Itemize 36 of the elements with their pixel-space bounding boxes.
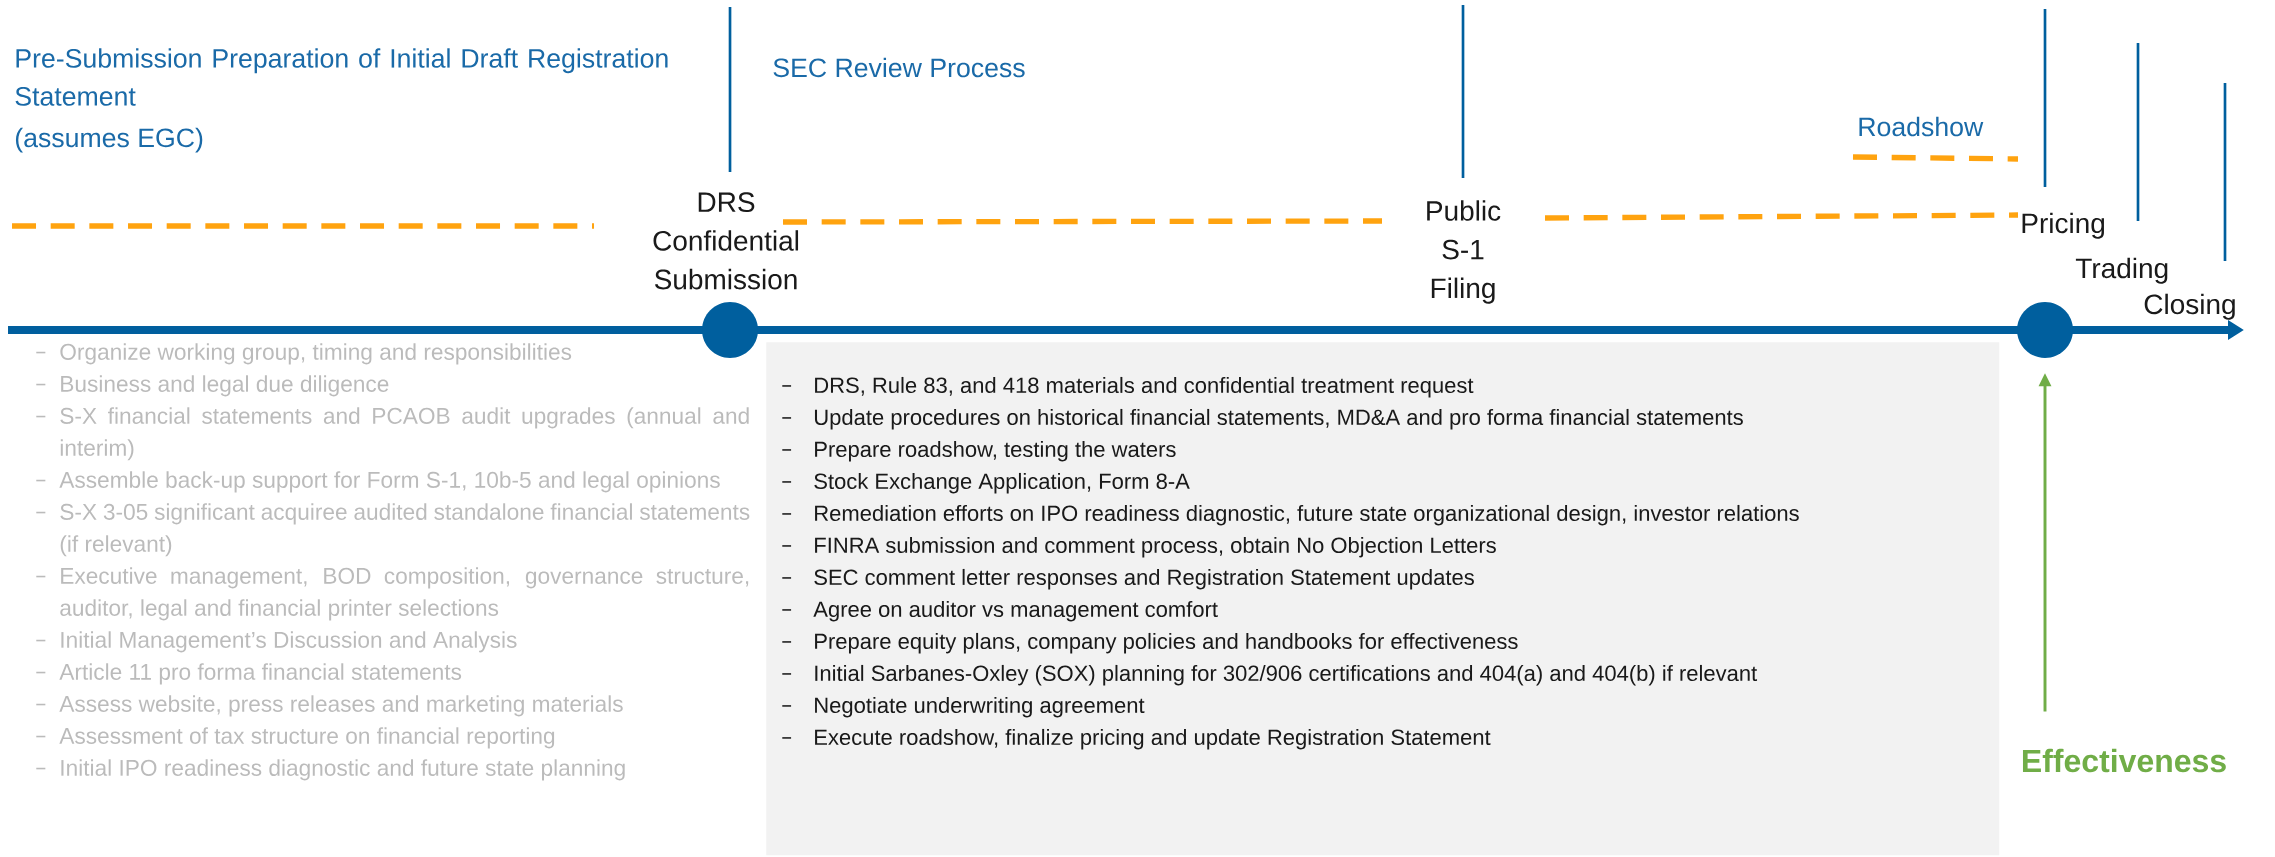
- list-item: SEC comment letter responses and Registration Statement updates: [781, 568, 1474, 590]
- text-panel: [766, 342, 2000, 856]
- list-item: Article 11 pro forma financial statements: [35, 663, 462, 685]
- list-item: Assemble back-up support for Form S-1, 10b-5 and legal opinions: [35, 471, 720, 493]
- list-item: Organize working group, timing and responsibilities: [35, 343, 572, 365]
- list-item: FINRA submission and comment process, obtain No Objection Letters: [781, 536, 1496, 558]
- list-item: Stock Exchange Application, Form 8-A: [781, 472, 1190, 494]
- milestone-dot: [702, 302, 758, 358]
- list-item: Initial Sarbanes-Oxley (SOX) planning for 302/906 certifications and 404(a) and 404(b) if relevant: [781, 664, 1758, 686]
- list-item: Agree on auditor vs management comfort: [781, 600, 1218, 622]
- list-item: Business and legal due diligence: [35, 375, 389, 397]
- milestone-label: DRS Confidential Submission: [653, 192, 799, 290]
- milestone-label: Public S-1 Filing: [1427, 200, 1501, 304]
- list-item: Negotiate underwriting agreement: [781, 696, 1145, 718]
- list-item: S-X financial statements and PCAOB audit upgrades (annual and interim): [35, 407, 749, 461]
- milestone-dot: [2017, 302, 2073, 358]
- phase-heading: SEC Review Process: [773, 57, 1025, 78]
- milestone-label: Pricing: [2022, 212, 2105, 239]
- list-item: Remediation efforts on IPO readiness diagnostic, future state organizational design, investor relations: [781, 504, 1799, 526]
- list-item: Assessment of tax structure on financial reporting: [35, 727, 555, 749]
- milestone-label: Trading: [2075, 257, 2168, 284]
- milestone-label: Closing: [2144, 293, 2235, 320]
- phase-heading: Pre-Submission Preparation of Initial Draft Registration Statement: [15, 48, 668, 106]
- status-label: Effectiveness: [2022, 748, 2226, 773]
- list-item: Prepare roadshow, testing the waters: [781, 440, 1176, 462]
- list-item: Assess website, press releases and marketing materials: [35, 695, 623, 717]
- phase-heading: Roadshow: [1859, 116, 1984, 137]
- list-item: Update procedures on historical financial statements, MD&A and pro forma financial statements: [781, 408, 1743, 430]
- list-item: DRS, Rule 83, and 418 materials and confidential treatment request: [781, 376, 1474, 398]
- list-item: S-X 3-05 significant acquiree audited standalone financial statements (if relevant): [35, 503, 750, 557]
- list-item: Initial Management’s Discussion and Analysis: [35, 631, 517, 653]
- list-item: Prepare equity plans, company policies and handbooks for effectiveness: [781, 632, 1518, 654]
- list-item: Execute roadshow, finalize pricing and update Registration Statement: [781, 728, 1491, 750]
- list-item: Executive management, BOD composition, governance structure, auditor, legal and financial printer selections: [35, 567, 749, 621]
- list-item: Initial IPO readiness diagnostic and future state planning: [35, 759, 625, 781]
- phase-heading: (assumes EGC): [15, 127, 203, 153]
